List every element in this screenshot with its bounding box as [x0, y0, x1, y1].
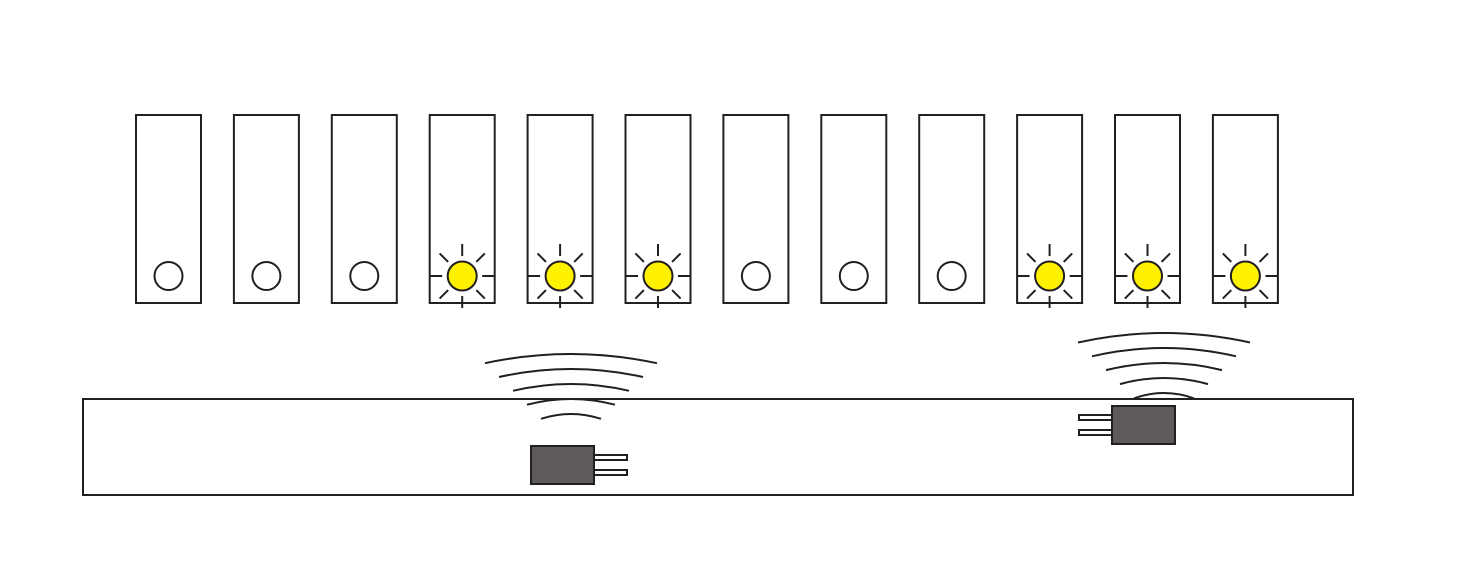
light-ray: [671, 252, 682, 263]
lit-bulb-icon: [1229, 260, 1261, 292]
light-ray: [475, 289, 486, 300]
light-rays-icon: [626, 244, 690, 308]
light-rays-icon: [528, 244, 593, 308]
light-slot: [330, 114, 398, 304]
signal-wave-arc: [498, 368, 644, 378]
plug-body: [1111, 405, 1176, 445]
light-ray: [536, 289, 547, 300]
light-ray: [536, 252, 547, 263]
unlit-bulb-icon: [349, 261, 380, 291]
light-rays-icon: [1115, 244, 1180, 308]
light-ray: [475, 252, 486, 263]
plug-prong: [1078, 414, 1113, 421]
signal-wave-arc: [512, 383, 630, 392]
light-slot: [526, 114, 594, 308]
unlit-bulb-icon: [251, 261, 282, 291]
light-ray: [573, 252, 584, 263]
light-slot: [1016, 114, 1084, 308]
light-ray: [1258, 289, 1269, 300]
light-slot: [428, 114, 496, 308]
light-ray: [634, 289, 645, 300]
plug-prong: [1078, 429, 1113, 436]
signal-wave-arc: [1119, 377, 1209, 386]
light-rays-icon: [1017, 244, 1082, 308]
light-ray: [634, 252, 645, 263]
signal-waves: [484, 332, 1251, 420]
light-ray: [1026, 252, 1037, 263]
unlit-bulb-icon: [838, 261, 869, 291]
lit-bulb-icon: [1034, 260, 1066, 292]
light-ray: [1160, 252, 1171, 263]
light-ray: [573, 289, 584, 300]
light-ray: [671, 289, 682, 300]
plug-transmitter-icon: [530, 445, 628, 485]
signal-wave-arc: [1091, 347, 1237, 358]
signal-wave-arc: [1077, 332, 1251, 344]
light-rays-icon: [430, 244, 495, 308]
light-ray: [1258, 252, 1269, 263]
signal-waves-group: [1077, 332, 1251, 400]
unlit-bulb-icon: [740, 261, 771, 291]
light-ray: [1062, 252, 1073, 263]
light-slot: [918, 114, 986, 304]
light-slot: [722, 114, 790, 304]
light-slot: [232, 114, 300, 304]
light-ray: [1222, 289, 1233, 300]
lit-bulb-icon: [642, 260, 674, 292]
plug-transmitter-icon: [1078, 405, 1176, 445]
transmitter-bar: [82, 398, 1354, 496]
light-slot: [624, 114, 692, 308]
light-slot: [1114, 114, 1181, 308]
lit-bulb-icon: [446, 260, 478, 292]
lit-bulb-icon: [544, 260, 576, 292]
light-ray: [1124, 289, 1135, 300]
plug-prong: [593, 454, 628, 461]
unlit-bulb-icon: [153, 261, 184, 291]
light-ray: [1026, 289, 1037, 300]
light-slots: [135, 114, 1279, 308]
light-ray: [1222, 252, 1233, 263]
light-ray: [438, 289, 449, 300]
light-rays-icon: [1213, 244, 1278, 308]
light-ray: [1062, 289, 1073, 300]
light-ray: [1124, 252, 1135, 263]
light-slot: [135, 114, 202, 304]
light-slot: [820, 114, 888, 304]
signal-wave-arc: [1105, 362, 1223, 372]
plug-body: [530, 445, 595, 485]
lit-bulb-icon: [1132, 260, 1163, 292]
unlit-bulb-icon: [936, 261, 967, 291]
light-ray: [438, 252, 449, 263]
plug-prong: [593, 469, 628, 476]
signal-wave-arc: [484, 353, 658, 365]
light-ray: [1160, 289, 1171, 300]
light-slot: [1211, 114, 1279, 308]
transmitters: [530, 405, 1176, 485]
signal-wave-arc: [540, 413, 602, 420]
slot-frame: [330, 114, 398, 304]
signal-waves-group: [484, 353, 658, 420]
signal-wave-arc: [1133, 392, 1195, 400]
